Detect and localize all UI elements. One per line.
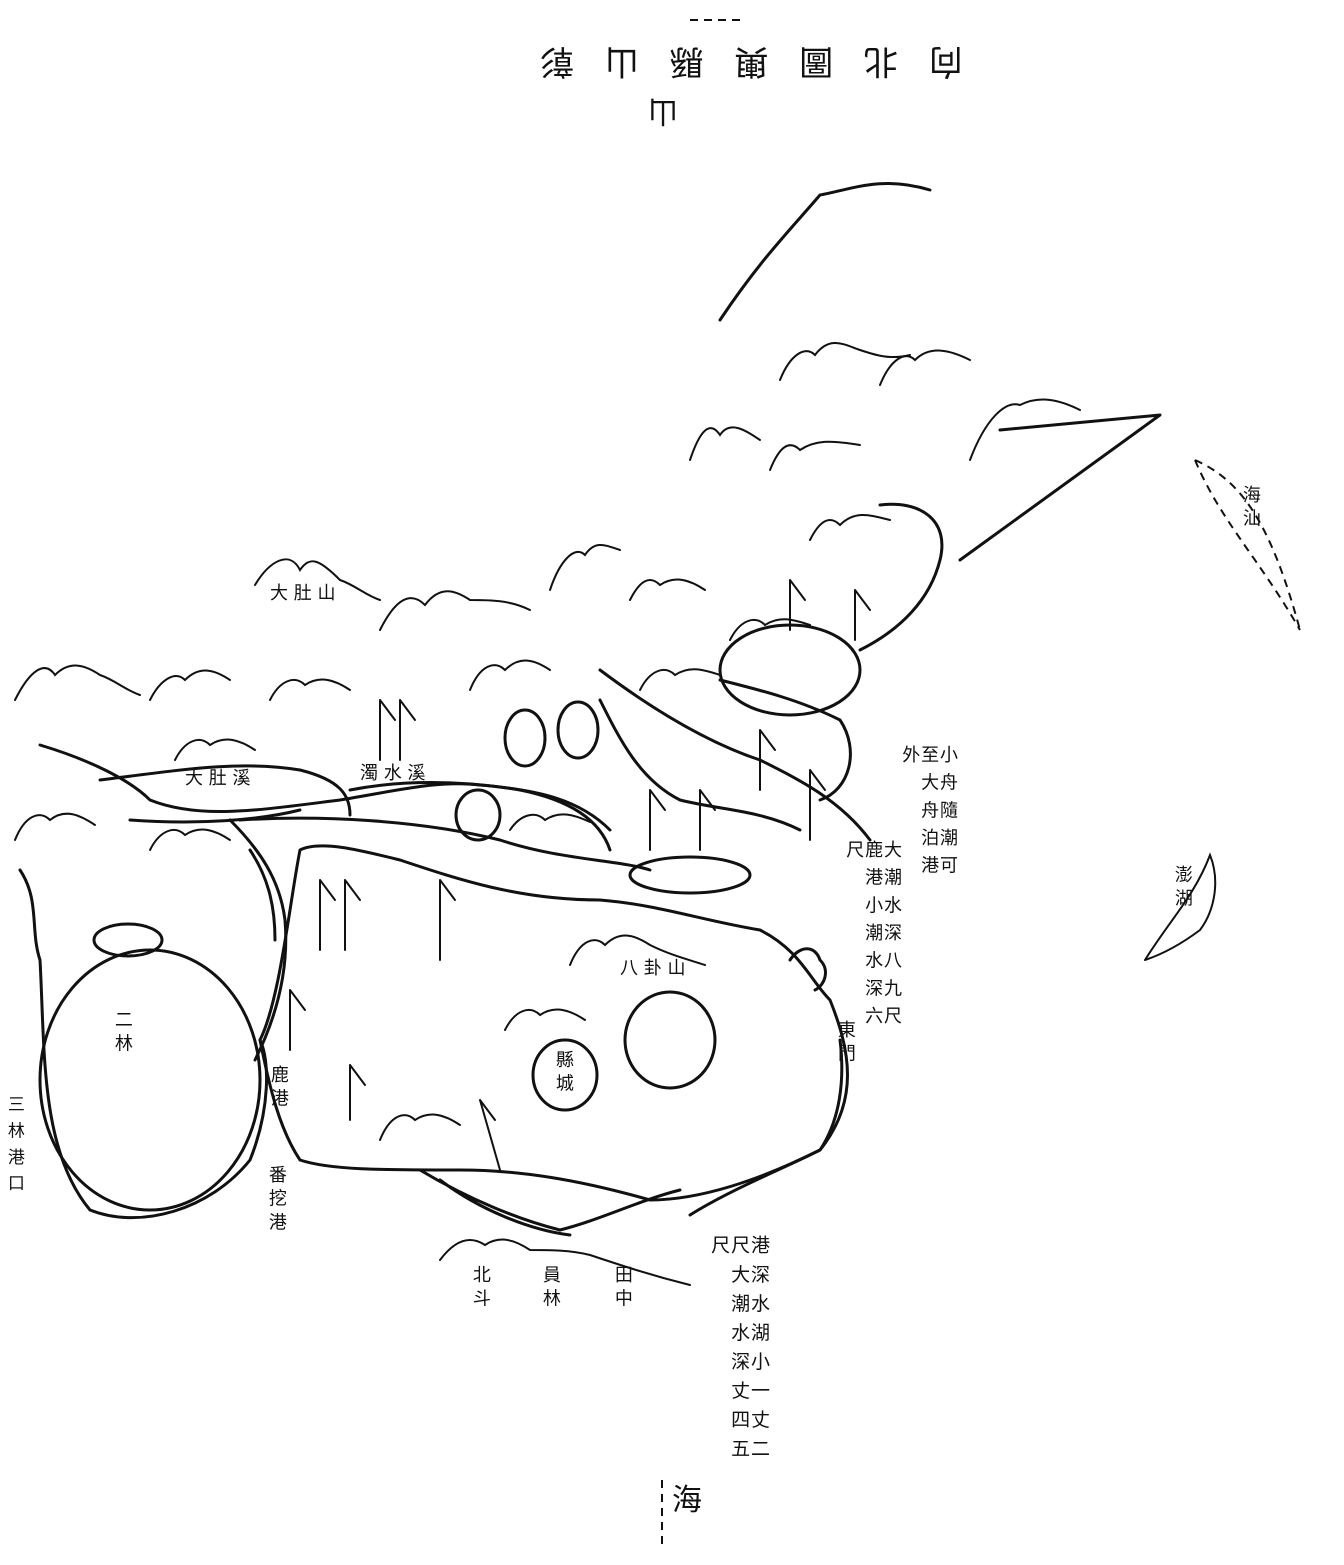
north-direction-mark: 山 xyxy=(648,93,678,128)
label-town-b: 員 林 xyxy=(539,1265,561,1307)
label-coast-strip: 海 汕 xyxy=(1239,485,1261,527)
river-channel-west xyxy=(228,818,288,1062)
enclosure-center-b xyxy=(531,1038,599,1112)
label-town-d: 二 林 xyxy=(111,1010,133,1052)
offshore-island-east xyxy=(1144,852,1217,961)
south-direction-mark: 海 xyxy=(672,1483,702,1518)
label-lukang: 鹿 港 xyxy=(267,1065,289,1107)
inlet-east xyxy=(788,947,827,992)
label-town-a: 北 斗 xyxy=(469,1265,491,1307)
label-mountain-b: 八 卦 山 xyxy=(620,958,686,979)
river-channel-east xyxy=(598,668,872,842)
label-river-b: 濁 水 溪 xyxy=(360,763,426,784)
river-channel-south xyxy=(418,1168,682,1237)
label-citadel: 縣 城 xyxy=(552,1050,574,1092)
label-river-a: 大 肚 溪 xyxy=(185,768,251,789)
enclosure-east xyxy=(718,623,862,717)
main-body-outline xyxy=(258,844,849,1202)
note-tide-bottom-right: 港 深 水 湖 小 一 丈 二 尺 大 潮 水 深 丈 四 五 尺 xyxy=(708,1235,770,1460)
enclosure-north-b xyxy=(556,700,600,760)
land-boundary xyxy=(18,182,1162,1220)
river-channel-central xyxy=(238,781,652,872)
map-title: 向 北 圖 輿 縣 山 彰 xyxy=(530,41,963,81)
flag-markers xyxy=(289,579,871,1171)
note-left-bottom: 三 林 港 口 xyxy=(3,1095,24,1194)
coast-line-southeast xyxy=(688,1038,844,1217)
note-harbor-right-top: 小 舟 隨 潮 可 至 大 舟 泊 港 外 xyxy=(899,745,958,876)
enclosure-center-a xyxy=(623,990,717,1090)
mountain-ranges xyxy=(14,342,1081,1286)
label-mountain-a: 大 肚 山 xyxy=(270,583,336,604)
label-island: 澎 湖 xyxy=(1171,865,1193,907)
label-east-gate: 東 門 xyxy=(834,1020,856,1062)
label-town-c: 田 中 xyxy=(611,1265,633,1307)
label-south-harbor: 番 挖 港 xyxy=(265,1165,287,1231)
enclosure-mid xyxy=(454,788,502,842)
enclosure-small-west xyxy=(92,922,164,958)
enclosure-north-a xyxy=(503,708,547,768)
offshore-sandbar-east xyxy=(1194,459,1301,631)
note-tide-right-middle: 大 潮 水 深 八 九 尺 鹿 港 小 潮 水 深 六 尺 xyxy=(843,840,902,1027)
enclosure-east-lower xyxy=(628,855,752,895)
enclosure-west xyxy=(38,948,262,1212)
